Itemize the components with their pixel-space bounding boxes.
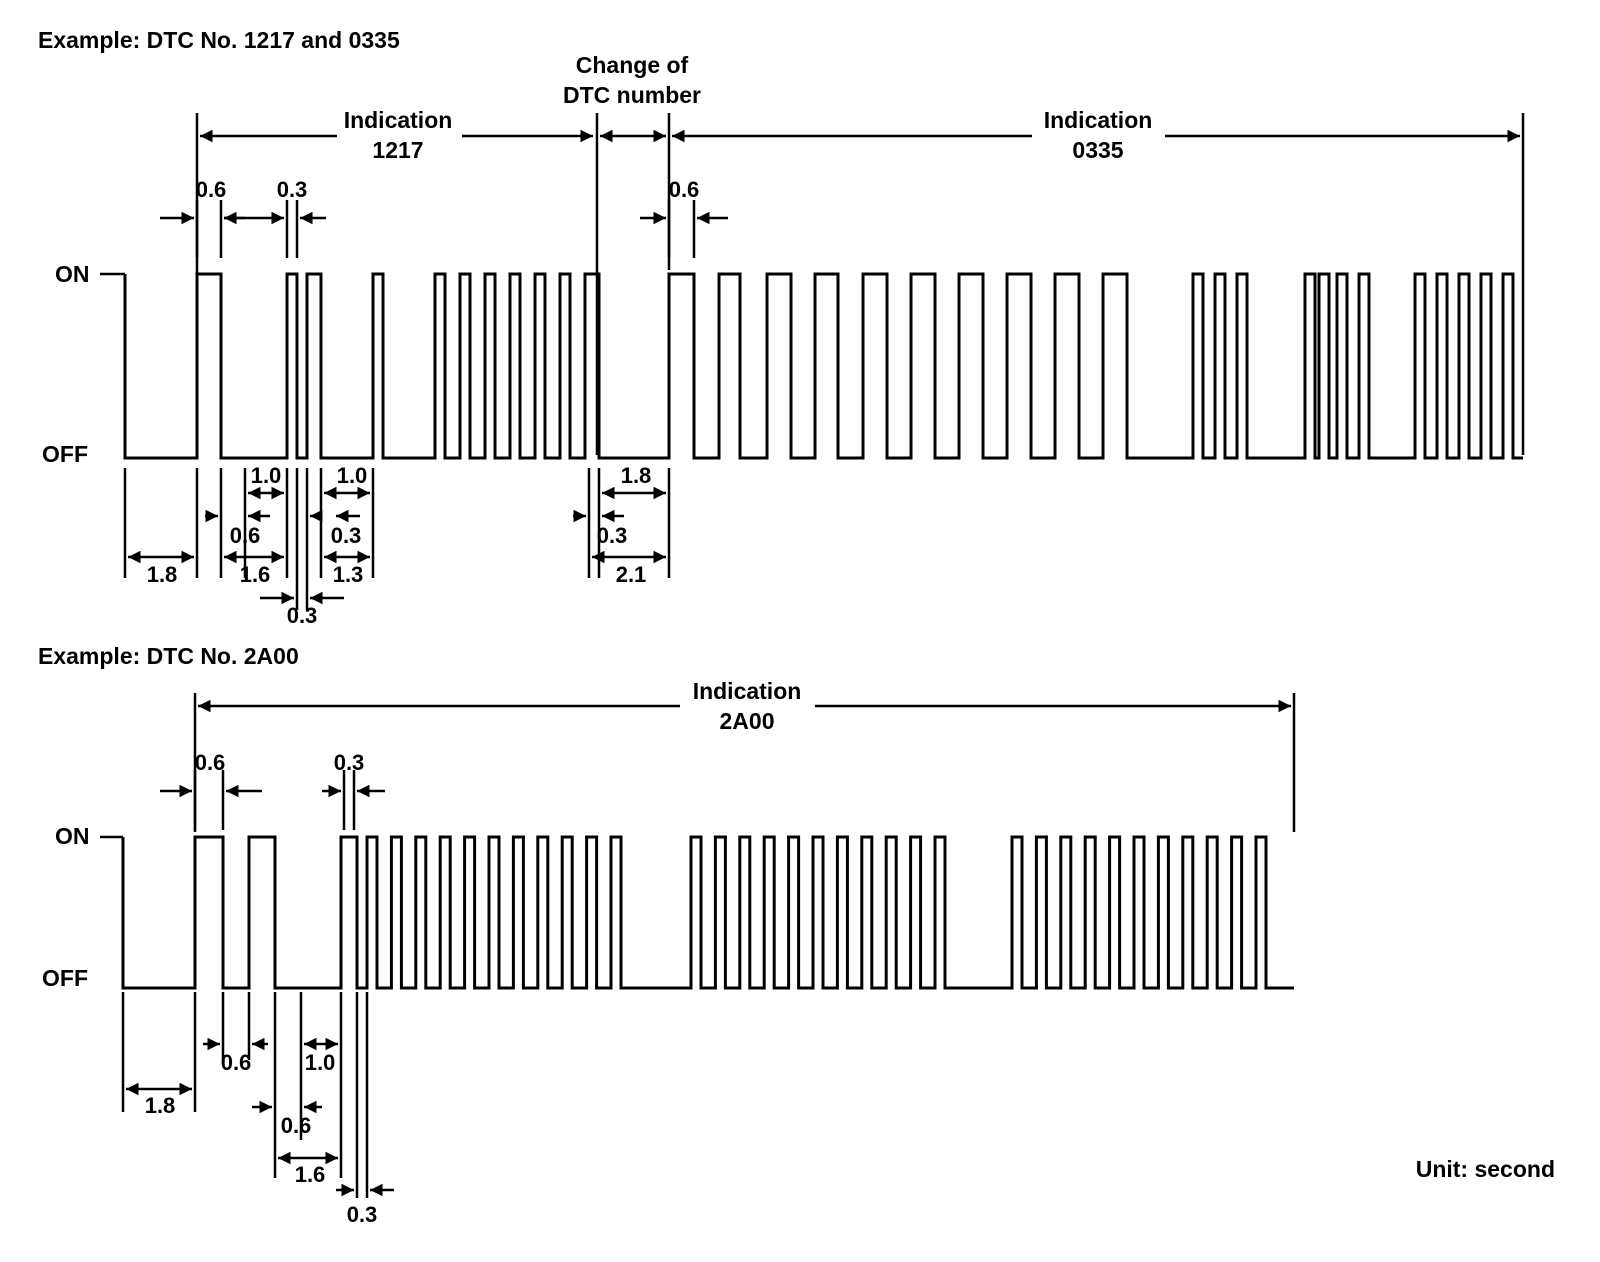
- indication-1217-label: Indication: [344, 107, 453, 133]
- change-label: Change of: [576, 52, 689, 78]
- blink-waveform-1217-0335: [123, 272, 1523, 460]
- change-label-2: DTC number: [563, 82, 701, 108]
- dim-label: 0.6: [230, 523, 261, 548]
- dim-label: 1.3: [333, 562, 364, 587]
- example-heading: Example: DTC No. 1217 and 0335: [38, 27, 400, 53]
- dim-label: 0.6: [281, 1113, 312, 1138]
- bottom-dimensions: 1.8 0.6 1.0 1.6 0.3 1.0 0.3 1.3: [123, 463, 671, 628]
- dim-label: 1.8: [621, 463, 652, 488]
- indication-2a00-label: Indication: [693, 678, 802, 704]
- indication-2a00-code: 2A00: [720, 708, 775, 734]
- dim-label: 1.6: [295, 1162, 326, 1187]
- dim-label: 1.6: [240, 562, 271, 587]
- dim-label: 0.3: [334, 750, 365, 775]
- dim-label: 0.3: [331, 523, 362, 548]
- off-label: OFF: [42, 965, 88, 991]
- bottom-dimensions: 0.6 1.0 1.8 0.6 1.6 0.3: [121, 992, 394, 1227]
- dim-label: 0.3: [287, 603, 318, 628]
- dim-label: 0.6: [669, 177, 700, 202]
- on-label: ON: [55, 823, 90, 849]
- example-2a00: Example: DTC No. 2A00 ON OFF Indication …: [38, 643, 1296, 1227]
- dim-label: 0.3: [277, 177, 308, 202]
- top-dimensions: 0.6 0.3: [160, 750, 385, 830]
- indication-0335-code: 0335: [1072, 137, 1123, 163]
- top-dimensions: 0.6 0.3 0.6: [160, 177, 728, 258]
- dim-label: 1.8: [147, 562, 178, 587]
- on-label: ON: [55, 261, 90, 287]
- example-heading: Example: DTC No. 2A00: [38, 643, 299, 669]
- example-1217-0335: Example: DTC No. 1217 and 0335 ON OFF In…: [38, 27, 1525, 628]
- dim-label: 2.1: [616, 562, 647, 587]
- dim-label: 1.0: [305, 1050, 336, 1075]
- dim-label: 0.6: [196, 177, 227, 202]
- indication-1217-code: 1217: [372, 137, 423, 163]
- dim-label: 1.0: [251, 463, 282, 488]
- dim-label: 0.6: [195, 750, 226, 775]
- dim-label: 0.6: [221, 1050, 252, 1075]
- unit-label: Unit: second: [1416, 1156, 1555, 1182]
- dim-label: 0.3: [597, 523, 628, 548]
- off-label: OFF: [42, 441, 88, 467]
- indication-0335-label: Indication: [1044, 107, 1153, 133]
- blink-waveform-2a00: [121, 835, 1294, 990]
- dim-label: 1.0: [337, 463, 368, 488]
- dim-label: 0.3: [347, 1202, 378, 1227]
- dim-label: 1.8: [145, 1093, 176, 1118]
